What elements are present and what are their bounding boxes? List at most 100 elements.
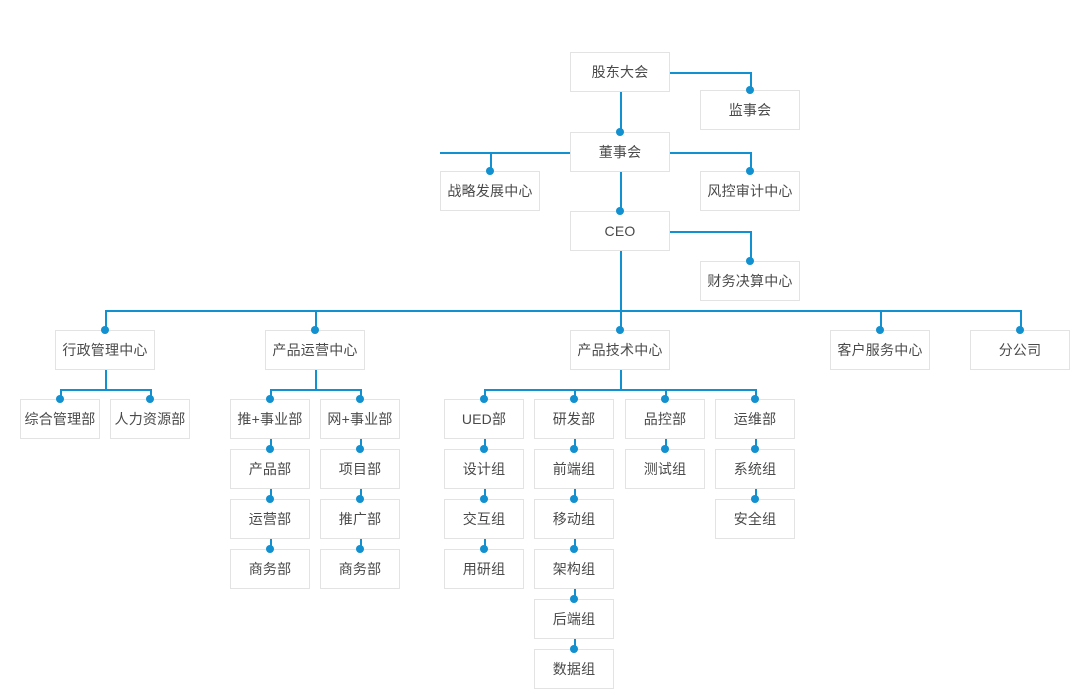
connector-line — [755, 389, 757, 399]
org-node-label: 财务决算中心 — [707, 272, 793, 289]
connector-line — [1020, 310, 1022, 330]
connector-line — [315, 370, 317, 390]
org-node[interactable]: 架构组 — [534, 549, 614, 589]
org-node-label: 董事会 — [598, 143, 642, 160]
connector-dot — [480, 545, 488, 553]
connector-line — [670, 231, 750, 233]
org-node[interactable]: 产品运营中心 — [265, 330, 365, 370]
connector-line — [105, 370, 107, 390]
org-node[interactable]: UED部 — [444, 399, 524, 439]
org-node[interactable]: 交互组 — [444, 499, 524, 539]
org-node[interactable]: 战略发展中心 — [440, 171, 540, 211]
org-node[interactable]: 推广部 — [320, 499, 400, 539]
connector-line — [620, 251, 622, 330]
org-node-label: 股东大会 — [591, 63, 649, 80]
connector-dot — [616, 326, 624, 334]
org-node[interactable]: 综合管理部 — [20, 399, 100, 439]
org-node-label: 运维部 — [733, 410, 777, 427]
connector-line — [484, 389, 486, 399]
connector-line — [150, 389, 152, 399]
org-node[interactable]: 客户服务中心 — [830, 330, 930, 370]
connector-dot — [570, 645, 578, 653]
connector-line — [755, 439, 757, 449]
connector-line — [484, 439, 486, 449]
org-node-label: 商务部 — [338, 560, 382, 577]
org-node-label: 系统组 — [733, 460, 777, 477]
org-node[interactable]: 移动组 — [534, 499, 614, 539]
connector-line — [270, 489, 272, 499]
org-node[interactable]: 风控审计中心 — [700, 171, 800, 211]
org-node[interactable]: 行政管理中心 — [55, 330, 155, 370]
org-node-label: 安全组 — [733, 510, 777, 527]
org-node[interactable]: CEO — [570, 211, 670, 251]
org-node-label: 架构组 — [552, 560, 596, 577]
connector-dot — [746, 86, 754, 94]
connector-dot — [570, 495, 578, 503]
org-node[interactable]: 网+事业部 — [320, 399, 400, 439]
connector-dot — [480, 445, 488, 453]
connector-line — [270, 389, 360, 391]
connector-dot — [266, 545, 274, 553]
org-node[interactable]: 研发部 — [534, 399, 614, 439]
connector-line — [360, 439, 362, 449]
org-node-label: 品控部 — [643, 410, 687, 427]
connector-dot — [751, 395, 759, 403]
org-node-label: 用研组 — [462, 560, 506, 577]
org-node[interactable]: 监事会 — [700, 90, 800, 130]
connector-line — [670, 152, 750, 154]
org-node[interactable]: 品控部 — [625, 399, 705, 439]
org-node[interactable]: 运营部 — [230, 499, 310, 539]
org-node[interactable]: 商务部 — [230, 549, 310, 589]
connector-line — [574, 539, 576, 549]
connector-line — [360, 489, 362, 499]
connector-dot — [480, 395, 488, 403]
connector-dot — [876, 326, 884, 334]
org-node[interactable]: 安全组 — [715, 499, 795, 539]
org-node[interactable]: 后端组 — [534, 599, 614, 639]
connector-line — [105, 310, 1020, 312]
connector-line — [670, 72, 750, 74]
connector-dot — [570, 395, 578, 403]
org-node-label: 后端组 — [552, 610, 596, 627]
org-node[interactable]: 设计组 — [444, 449, 524, 489]
connector-line — [880, 310, 882, 330]
org-node[interactable]: 系统组 — [715, 449, 795, 489]
connector-line — [574, 589, 576, 599]
org-node-label: 分公司 — [998, 341, 1042, 358]
org-node[interactable]: 分公司 — [970, 330, 1070, 370]
org-node[interactable]: 股东大会 — [570, 52, 670, 92]
org-node[interactable]: 董事会 — [570, 132, 670, 172]
org-node[interactable]: 推+事业部 — [230, 399, 310, 439]
connector-dot — [570, 445, 578, 453]
org-node[interactable]: 财务决算中心 — [700, 261, 800, 301]
org-node-label: CEO — [604, 222, 636, 239]
org-node[interactable]: 前端组 — [534, 449, 614, 489]
connector-line — [360, 539, 362, 549]
connector-line — [270, 439, 272, 449]
connector-line — [620, 370, 622, 390]
connector-dot — [266, 445, 274, 453]
org-node-label: 运营部 — [248, 510, 292, 527]
org-node[interactable]: 人力资源部 — [110, 399, 190, 439]
connector-line — [484, 489, 486, 499]
org-node[interactable]: 项目部 — [320, 449, 400, 489]
connector-line — [270, 389, 272, 399]
org-node[interactable]: 用研组 — [444, 549, 524, 589]
org-node-label: 交互组 — [462, 510, 506, 527]
connector-line — [620, 172, 622, 211]
org-node[interactable]: 测试组 — [625, 449, 705, 489]
org-node[interactable]: 数据组 — [534, 649, 614, 689]
connector-line — [490, 152, 492, 171]
connector-line — [574, 489, 576, 499]
connector-dot — [661, 395, 669, 403]
org-node-label: 推广部 — [338, 510, 382, 527]
org-node[interactable]: 运维部 — [715, 399, 795, 439]
org-node[interactable]: 产品部 — [230, 449, 310, 489]
org-node-label: 商务部 — [248, 560, 292, 577]
connector-dot — [746, 257, 754, 265]
org-node-label: 综合管理部 — [24, 410, 96, 427]
org-node[interactable]: 商务部 — [320, 549, 400, 589]
org-node-label: 推+事业部 — [237, 410, 303, 427]
org-node[interactable]: 产品技术中心 — [570, 330, 670, 370]
connector-line — [620, 92, 622, 132]
